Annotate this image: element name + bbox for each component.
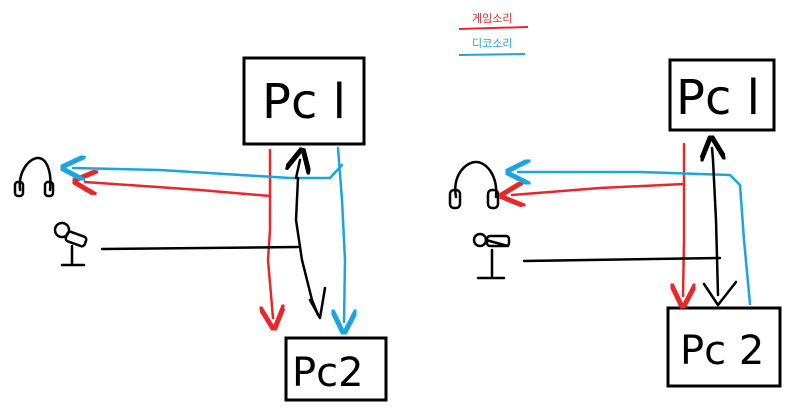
left-mic-to-pc1-arrow <box>296 160 300 180</box>
legend-discord-label: 디코소리 <box>472 37 512 50</box>
right-diagram: Pc l Pc 2 <box>448 58 782 388</box>
left-discord-to-headphone-line <box>73 165 344 178</box>
legend-game-line <box>458 26 529 30</box>
right-game-to-headphone-line <box>512 184 686 195</box>
legend-discord-line <box>458 53 526 56</box>
right-pc1-label: Pc l <box>676 70 760 126</box>
left-game-to-headphone-line <box>85 182 272 198</box>
left-diagram: Pc l Pc2 <box>13 56 388 402</box>
legend: 게임소리 디코소리 <box>458 12 529 56</box>
left-mic-arrow-tip <box>308 286 327 320</box>
right-pc1-box <box>668 58 776 132</box>
left-pc1-box <box>242 56 366 146</box>
left-pc2-box <box>284 336 388 402</box>
left-discord-to-pc2-line <box>338 146 345 322</box>
microphone-icon <box>53 221 88 267</box>
left-mic-down-line <box>294 176 320 317</box>
right-game-to-pc2-line <box>683 142 684 296</box>
legend-game-label: 게임소리 <box>472 12 512 25</box>
left-pc2-label: Pc2 <box>292 350 364 396</box>
right-mic-line <box>522 256 722 263</box>
headphone-icon <box>13 156 55 198</box>
left-mic-line <box>100 245 300 251</box>
right-mic-arrow-tip <box>702 280 738 307</box>
right-discord-to-headphone-line <box>518 172 752 306</box>
left-game-to-pc2-line <box>268 148 273 318</box>
microphone-icon <box>472 232 511 280</box>
right-pc2-box <box>666 306 782 388</box>
left-pc1-label: Pc l <box>262 74 346 130</box>
right-pc2-label: Pc 2 <box>680 328 764 374</box>
right-mic-to-pc1-arrow <box>712 148 718 297</box>
headphone-icon <box>448 160 500 210</box>
